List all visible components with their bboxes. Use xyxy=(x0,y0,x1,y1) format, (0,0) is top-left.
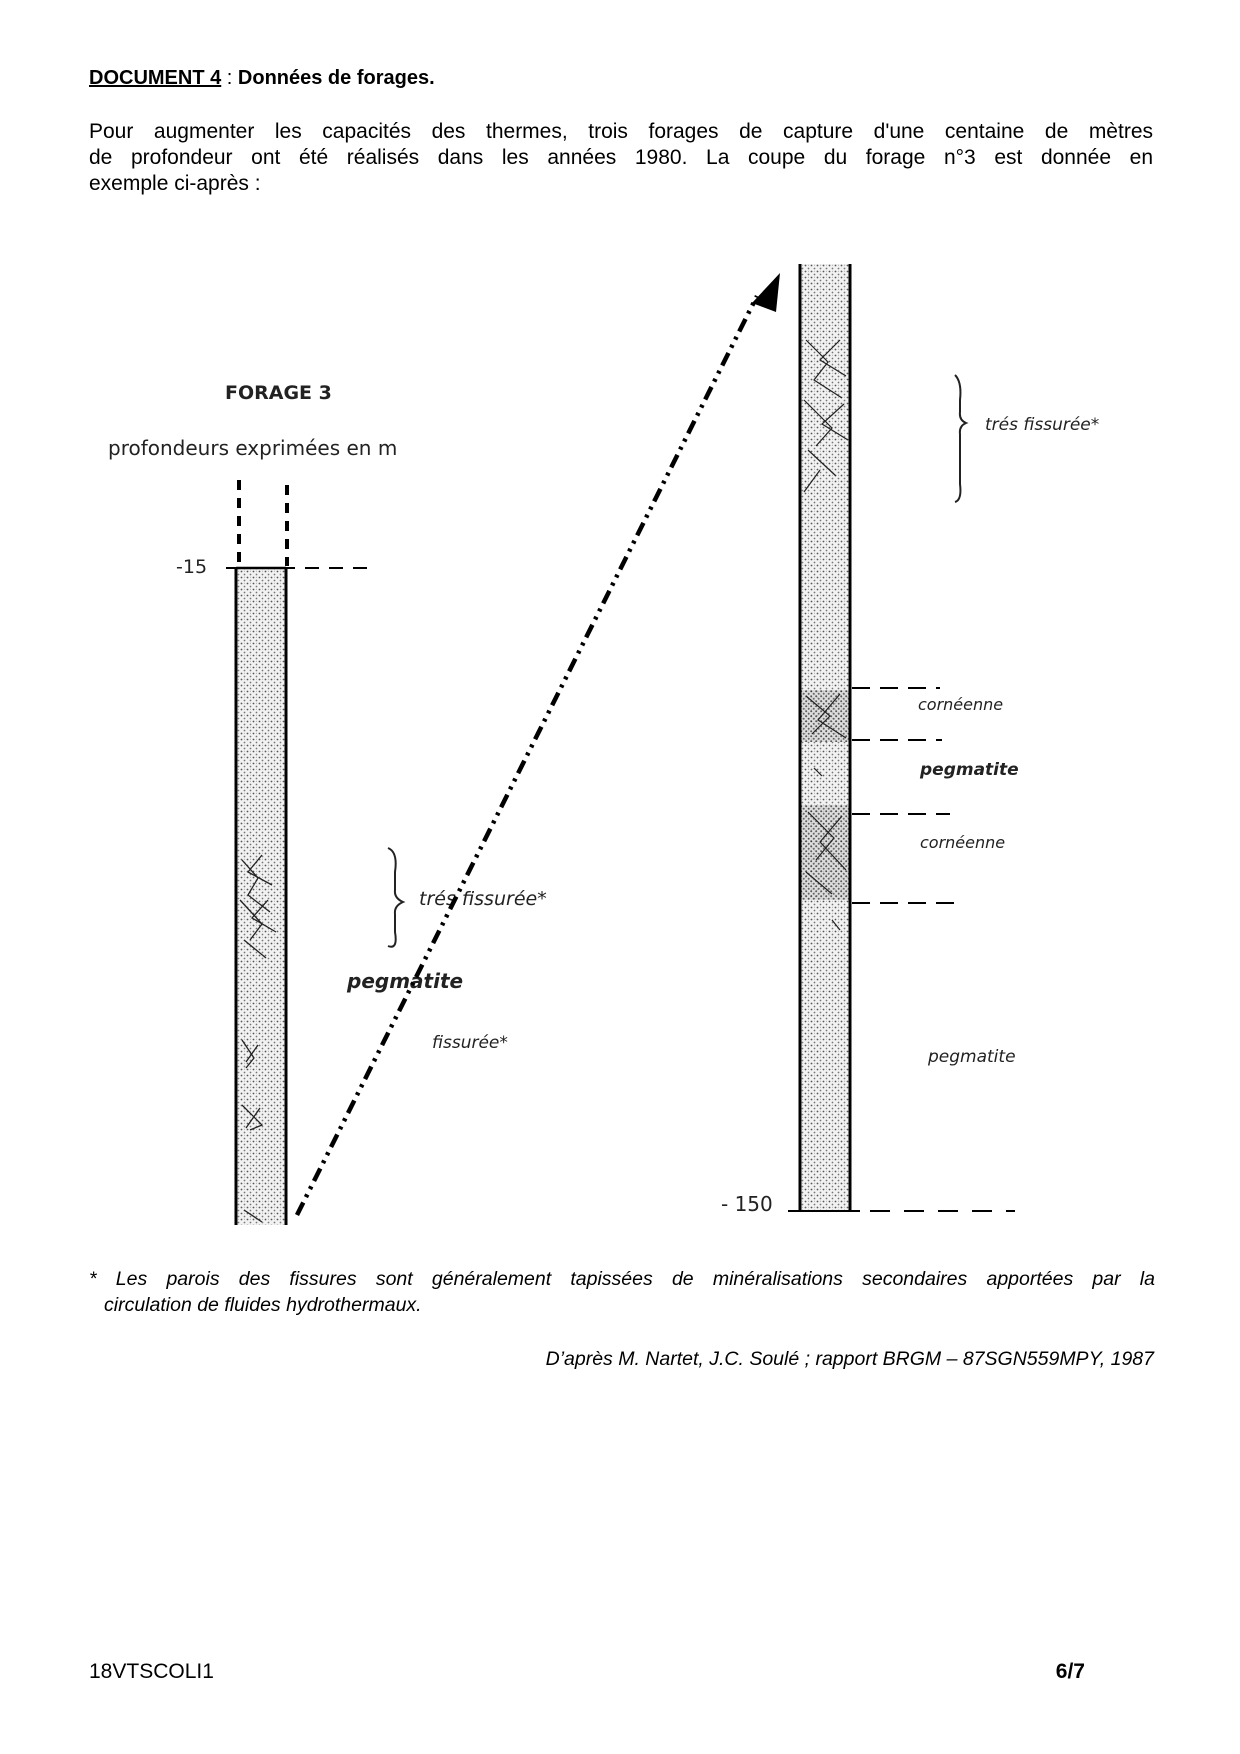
left-column-top-dashes xyxy=(237,480,289,566)
left-label-tres-fissuree: trés fissurée* xyxy=(419,888,547,910)
left-borehole-column xyxy=(234,566,288,1225)
right-borehole-column xyxy=(798,264,852,1212)
right-label-corneenne-1: cornéenne xyxy=(918,695,1003,714)
source-citation: D’après M. Nartet, J.C. Soulé ; rapport … xyxy=(545,1348,1154,1370)
depth-units-caption: profondeurs exprimées en m xyxy=(108,436,397,460)
document-title: Données de forages. xyxy=(237,67,435,89)
right-label-tres-fissuree: trés fissurée* xyxy=(985,415,1099,435)
intro-paragraph: Pour augmenter les capacités des thermes… xyxy=(89,119,1153,197)
right-fracture-marks xyxy=(803,339,849,931)
zoom-arrow xyxy=(294,273,780,1217)
right-brace xyxy=(954,374,969,503)
footnote: * Les parois des fissures sont généralem… xyxy=(89,1266,1155,1318)
intro-line-2: de profondeur ont été réalisés dans les … xyxy=(89,146,1153,169)
footer-page-number: 6/7 xyxy=(1055,1660,1085,1683)
forage-title: FORAGE 3 xyxy=(225,382,332,404)
intro-line-1: Pour augmenter les capacités des thermes… xyxy=(89,120,1153,143)
right-layer-boundaries xyxy=(852,687,958,904)
document-heading: DOCUMENT 4 : Données de forages. xyxy=(89,67,435,90)
footnote-line-2: circulation de fluides hydrothermaux. xyxy=(104,1294,422,1316)
depth-label-top: -15 xyxy=(176,556,207,578)
footnote-line-1: * Les parois des fissures sont généralem… xyxy=(89,1268,1155,1290)
right-label-pegmatite-1: pegmatite xyxy=(919,760,1019,780)
document-reference: DOCUMENT 4 xyxy=(89,67,222,89)
left-brace xyxy=(387,847,406,948)
depth-label-bottom: - 150 xyxy=(721,1192,773,1216)
borehole-figure: FORAGE 3 profondeurs exprimées en m -15 xyxy=(108,264,1099,1225)
right-label-pegmatite-2: pegmatite xyxy=(927,1047,1016,1067)
heading-separator: : xyxy=(221,67,238,89)
intro-line-3: exemple ci-après : xyxy=(89,172,261,195)
left-label-fissuree: fissurée* xyxy=(432,1033,508,1053)
left-label-pegmatite: pegmatite xyxy=(346,969,463,993)
left-fracture-marks xyxy=(239,854,277,1223)
right-label-corneenne-2: cornéenne xyxy=(920,833,1005,852)
footer-exam-code: 18VTSCOLI1 xyxy=(89,1660,214,1683)
